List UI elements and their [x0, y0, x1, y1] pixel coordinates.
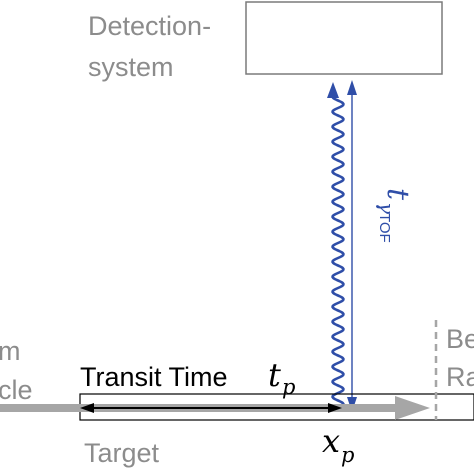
gamma-wave: [327, 82, 345, 410]
svg-text:p: p: [341, 443, 354, 467]
svg-text:γ: γ: [375, 202, 399, 214]
tof-label: t γ TOF: [375, 188, 415, 243]
svg-text:p: p: [282, 375, 295, 399]
t-p-label: t p: [268, 356, 295, 399]
transit-time-label: Transit Time: [80, 362, 228, 392]
detection-label-line1: Detection-: [88, 11, 211, 41]
right-label-line1: Be: [446, 324, 474, 354]
x-p-label: x p: [322, 422, 354, 467]
svg-text:t: t: [268, 356, 281, 394]
tof-arrow: [347, 80, 357, 412]
detection-system-box: [245, 1, 443, 75]
svg-text:x: x: [322, 422, 340, 460]
detection-label-line2: system: [88, 52, 174, 82]
beam-label-line2: cle: [0, 375, 33, 405]
beam-label-line1: m: [0, 336, 21, 366]
right-label-line2: Ra: [446, 362, 474, 392]
transit-time-arrow: [80, 403, 342, 413]
target-label: Target: [84, 438, 160, 468]
svg-text:t: t: [380, 188, 415, 201]
svg-text:TOF: TOF: [376, 213, 393, 243]
